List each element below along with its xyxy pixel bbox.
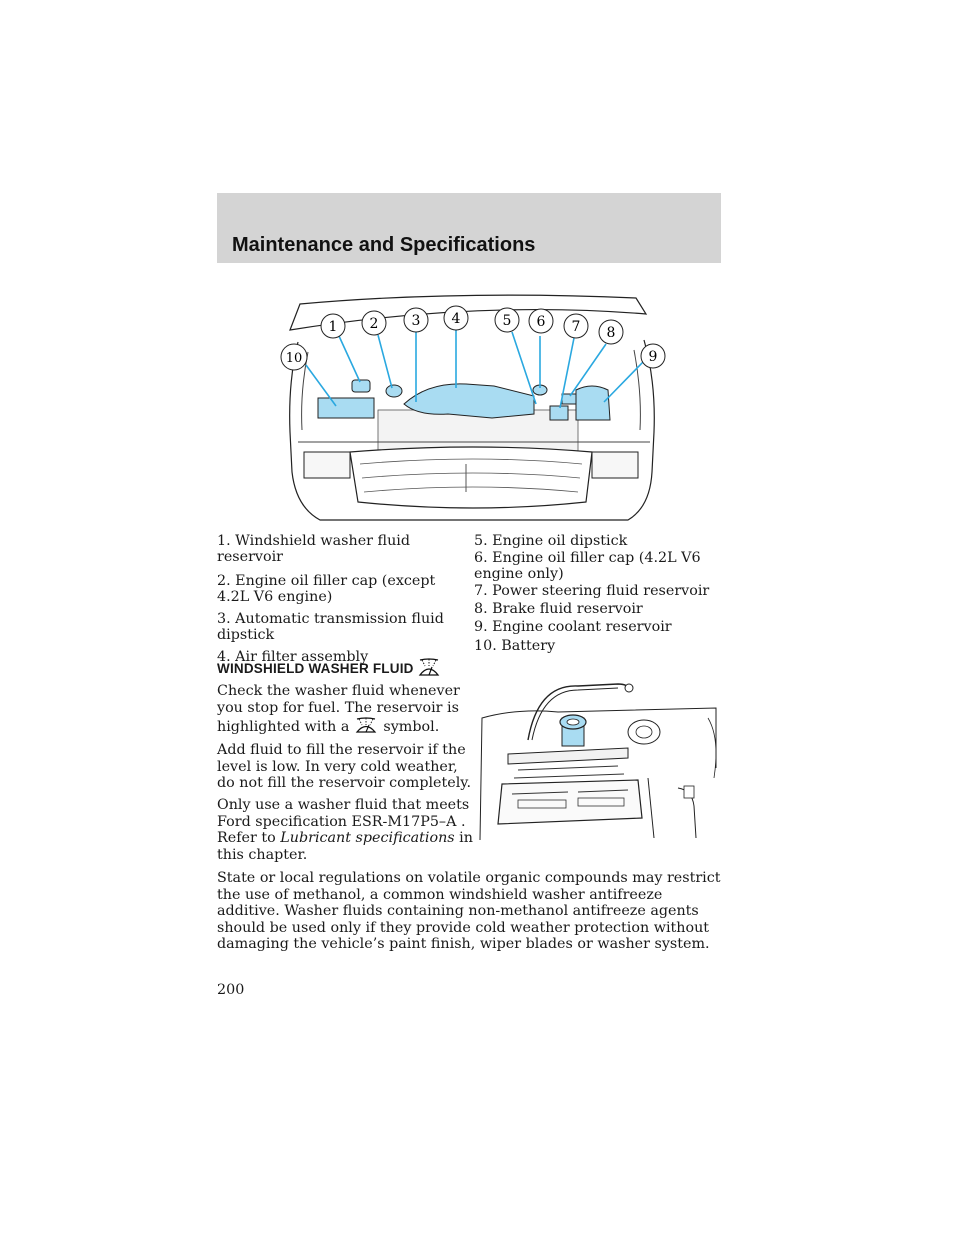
svg-text:7: 7 [572,319,581,335]
legend-item: 7. Power steering fluid reservoir [474,583,710,599]
washer-reservoir-illustration [479,683,717,841]
svg-text:8: 8 [607,325,616,341]
windshield-washer-icon [356,717,377,733]
callout-5: 5 [494,307,520,333]
callout-8: 8 [598,319,624,345]
legend-item: 3. Automatic transmission fluid dipstick [217,611,444,643]
coolant-reservoir-highlight [575,385,611,421]
paragraph-text: Check the washer fluid whenever you stop… [217,683,460,735]
svg-text:5: 5 [503,313,512,329]
left-headlamp [303,451,351,479]
svg-text:1: 1 [329,319,338,335]
paragraph-check-fluid: Check the washer fluid whenever you stop… [217,683,469,736]
svg-text:6: 6 [537,314,546,330]
component-legend-left: 1. Windshield washer fluid reservoir 2. … [217,533,467,665]
svg-text:9: 9 [649,349,658,365]
callout-10: 10 [280,343,308,371]
paragraph-text: Only use a washer fluid that meets Ford … [217,797,470,846]
engine-compartment-diagram: 1 2 3 4 5 6 7 8 9 10 [280,294,666,521]
callout-7: 7 [563,313,589,339]
washer-reservoir-cap-highlight [351,379,371,393]
battery-highlight [317,397,375,419]
svg-text:4: 4 [452,311,461,327]
paragraph-text: in this chapter. [217,830,473,863]
section-heading: WINDSHIELD WASHER FLUID [217,657,440,677]
grille [349,446,593,509]
oil-filler-cap-highlight [385,384,403,398]
paragraph-washer-spec: Only use a washer fluid that meets Ford … [217,797,477,863]
cross-reference: Lubricant specifications [280,830,455,846]
svg-text:10: 10 [286,351,303,366]
callout-6: 6 [528,308,554,334]
right-headlamp [591,451,639,479]
legend-item: 5. Engine oil dipstick [474,533,628,549]
legend-item: 8. Brake fluid reservoir [474,601,643,617]
callout-4: 4 [443,305,469,331]
legend-item: 2. Engine oil filler cap (except 4.2L V6… [217,573,436,605]
page-number: 200 [217,982,245,998]
callout-9: 9 [640,343,666,369]
page-title: Maintenance and Specifications [232,234,536,256]
paragraph-regulations: State or local regulations on volatile o… [217,870,721,952]
battery-box [497,779,643,825]
air-filter-highlight [403,383,535,419]
svg-text:3: 3 [412,313,421,329]
callout-3: 3 [403,307,429,333]
svg-text:2: 2 [370,316,379,332]
section-heading-text: WINDSHIELD WASHER FLUID [217,661,414,676]
callout-markers: 1 2 3 4 5 6 7 8 9 10 [280,305,666,371]
callout-1: 1 [320,313,346,339]
legend-item: 10. Battery [474,638,556,654]
power-steering-highlight [549,405,569,421]
legend-item: 4. Air filter assembly [217,649,369,665]
brake-fluid-highlight [561,393,577,405]
component-legend-right: 5. Engine oil dipstick 6. Engine oil fil… [474,533,724,654]
legend-item: 1. Windshield washer fluid reservoir [217,533,411,565]
legend-item: 9. Engine coolant reservoir [474,619,672,635]
callout-lines [305,330,644,409]
windshield-washer-icon [418,658,439,676]
paragraph-text: symbol. [383,719,440,735]
callout-2: 2 [361,310,387,336]
section-header-band: Maintenance and Specifications [217,193,721,263]
vehicle-body-outline [289,339,655,521]
legend-item: 6. Engine oil filler cap (4.2L V6 engine… [474,550,701,582]
paragraph-add-fluid: Add fluid to fill the reservoir if the l… [217,742,472,791]
